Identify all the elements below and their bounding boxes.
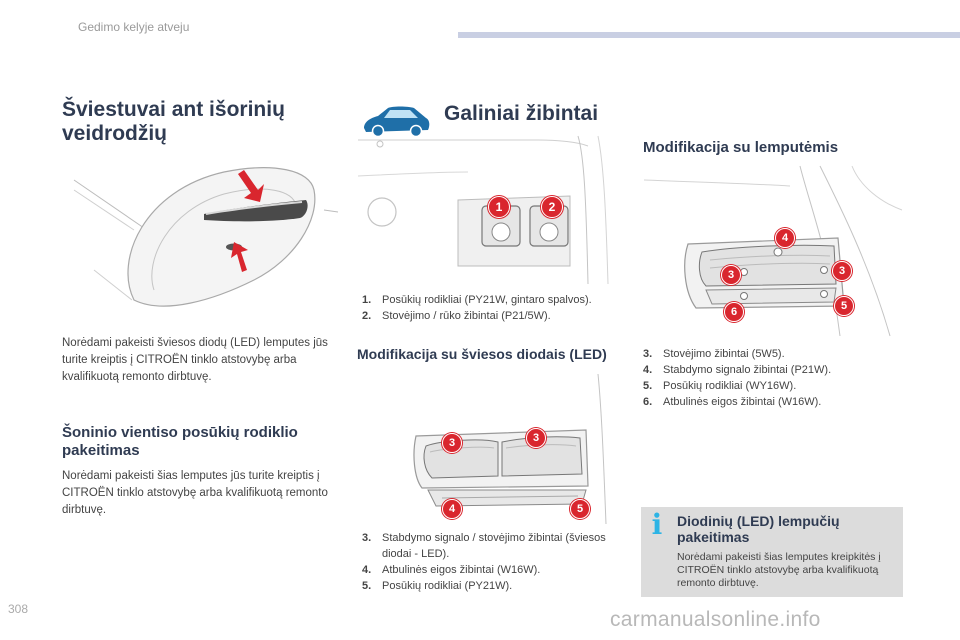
led-version-title: Modifikacija su šviesos diodais (LED) bbox=[357, 346, 607, 362]
list-item: 1. Posūkių rodikliai (PY21W, gintaro spal… bbox=[362, 292, 632, 308]
callout-5: 5 bbox=[834, 296, 854, 316]
page-number: 308 bbox=[8, 602, 29, 616]
callout-2-label: 2 bbox=[548, 200, 556, 214]
item-text: Atbulinės eigos žibintai (W16W). bbox=[663, 396, 822, 408]
mirror-lights-title: Šviestuvai ant išorinių veidrodžių bbox=[62, 98, 285, 145]
callout-3-label: 3 bbox=[532, 432, 540, 444]
car-icon bbox=[364, 106, 430, 138]
info-box-text: Norėdami pakeisti šias lemputes kreipkit… bbox=[677, 551, 881, 589]
item-number: 5. bbox=[362, 580, 372, 592]
bulb-lights-illustration bbox=[643, 165, 903, 337]
rear-lights-title: Galiniai žibintai bbox=[444, 102, 599, 125]
led-lights-list: 3. Stabdymo signalo / stovėjimo žibintai … bbox=[362, 530, 632, 594]
item-text: Stovėjimo / rūko žibintai (P21/5W). bbox=[382, 310, 551, 322]
item-text: Stovėjimo žibintai (5W5). bbox=[663, 348, 785, 360]
side-indicator-text: Norėdami pakeisti šias lemputes jūs turi… bbox=[62, 470, 328, 516]
list-item: 6. Atbulinės eigos žibintai (W16W). bbox=[643, 394, 893, 410]
list-item: 3. Stabdymo signalo / stovėjimo žibintai … bbox=[362, 530, 632, 562]
callout-5-label: 5 bbox=[576, 503, 584, 515]
callout-3-label: 3 bbox=[727, 269, 735, 281]
item-number: 3. bbox=[643, 348, 653, 360]
side-indicator-title: Šoninio vientiso posūkių rodiklio pakeit… bbox=[62, 424, 298, 459]
item-text: Atbulinės eigos žibintai (W16W). bbox=[382, 564, 541, 576]
callout-5: 5 bbox=[570, 499, 590, 519]
info-box bbox=[641, 507, 903, 597]
callout-6-label: 6 bbox=[730, 306, 738, 318]
callout-3: 3 bbox=[526, 428, 546, 448]
callout-5-label: 5 bbox=[840, 300, 848, 312]
watermark: carmanualsonline.info bbox=[610, 608, 821, 631]
callout-3-label: 3 bbox=[448, 437, 456, 449]
callout-3-label: 3 bbox=[838, 265, 846, 277]
item-text: Stabdymo signalo / stovėjimo žibintai (š… bbox=[382, 532, 606, 560]
list-item: 5. Posūkių rodikliai (WY16W). bbox=[643, 378, 893, 394]
mirror-illustration bbox=[73, 167, 339, 307]
item-number: 4. bbox=[643, 364, 653, 376]
list-item: 5. Posūkių rodikliai (PY21W). bbox=[362, 578, 632, 594]
callout-4: 4 bbox=[442, 499, 462, 519]
callout-1-label: 1 bbox=[495, 200, 503, 214]
item-number: 3. bbox=[362, 532, 372, 544]
callout-4: 4 bbox=[775, 228, 795, 248]
callout-4-label: 4 bbox=[781, 232, 789, 244]
callout-2: 2 bbox=[541, 196, 563, 218]
list-item: 3. Stovėjimo žibintai (5W5). bbox=[643, 346, 893, 362]
rear-lights-illustration bbox=[357, 135, 609, 285]
section-header: Gedimo kelyje atveju bbox=[78, 20, 190, 34]
list-item: 4. Stabdymo signalo žibintai (P21W). bbox=[643, 362, 893, 378]
header-bar bbox=[458, 32, 960, 38]
callout-3: 3 bbox=[721, 265, 741, 285]
item-number: 1. bbox=[362, 294, 372, 306]
item-number: 5. bbox=[643, 380, 653, 392]
item-text: Posūkių rodikliai (PY21W, gintaro spalvo… bbox=[382, 294, 592, 306]
list-item: 2. Stovėjimo / rūko žibintai (P21/5W). bbox=[362, 308, 632, 324]
item-text: Posūkių rodikliai (WY16W). bbox=[663, 380, 797, 392]
bulb-lights-list: 3. Stovėjimo žibintai (5W5). 4. Stabdymo s… bbox=[643, 346, 893, 410]
item-text: Stabdymo signalo žibintai (P21W). bbox=[663, 364, 832, 376]
bulb-version-title: Modifikacija su lemputėmis bbox=[643, 139, 839, 156]
callout-1: 1 bbox=[488, 196, 510, 218]
info-box-title: Diodinių (LED) lempučių pakeitimas bbox=[677, 513, 840, 545]
mirror-lights-text: Norėdami pakeisti šviesos diodų (LED) le… bbox=[62, 337, 328, 383]
list-item: 4. Atbulinės eigos žibintai (W16W). bbox=[362, 562, 632, 578]
callout-3: 3 bbox=[442, 433, 462, 453]
callout-3: 3 bbox=[832, 261, 852, 281]
callout-6: 6 bbox=[724, 302, 744, 322]
item-number: 6. bbox=[643, 396, 653, 408]
item-text: Posūkių rodikliai (PY21W). bbox=[382, 580, 513, 592]
rear-lights-list: 1. Posūkių rodikliai (PY21W, gintaro spal… bbox=[362, 292, 632, 324]
item-number: 2. bbox=[362, 310, 372, 322]
info-icon: i bbox=[651, 508, 663, 541]
callout-4-label: 4 bbox=[448, 503, 456, 515]
item-number: 4. bbox=[362, 564, 372, 576]
